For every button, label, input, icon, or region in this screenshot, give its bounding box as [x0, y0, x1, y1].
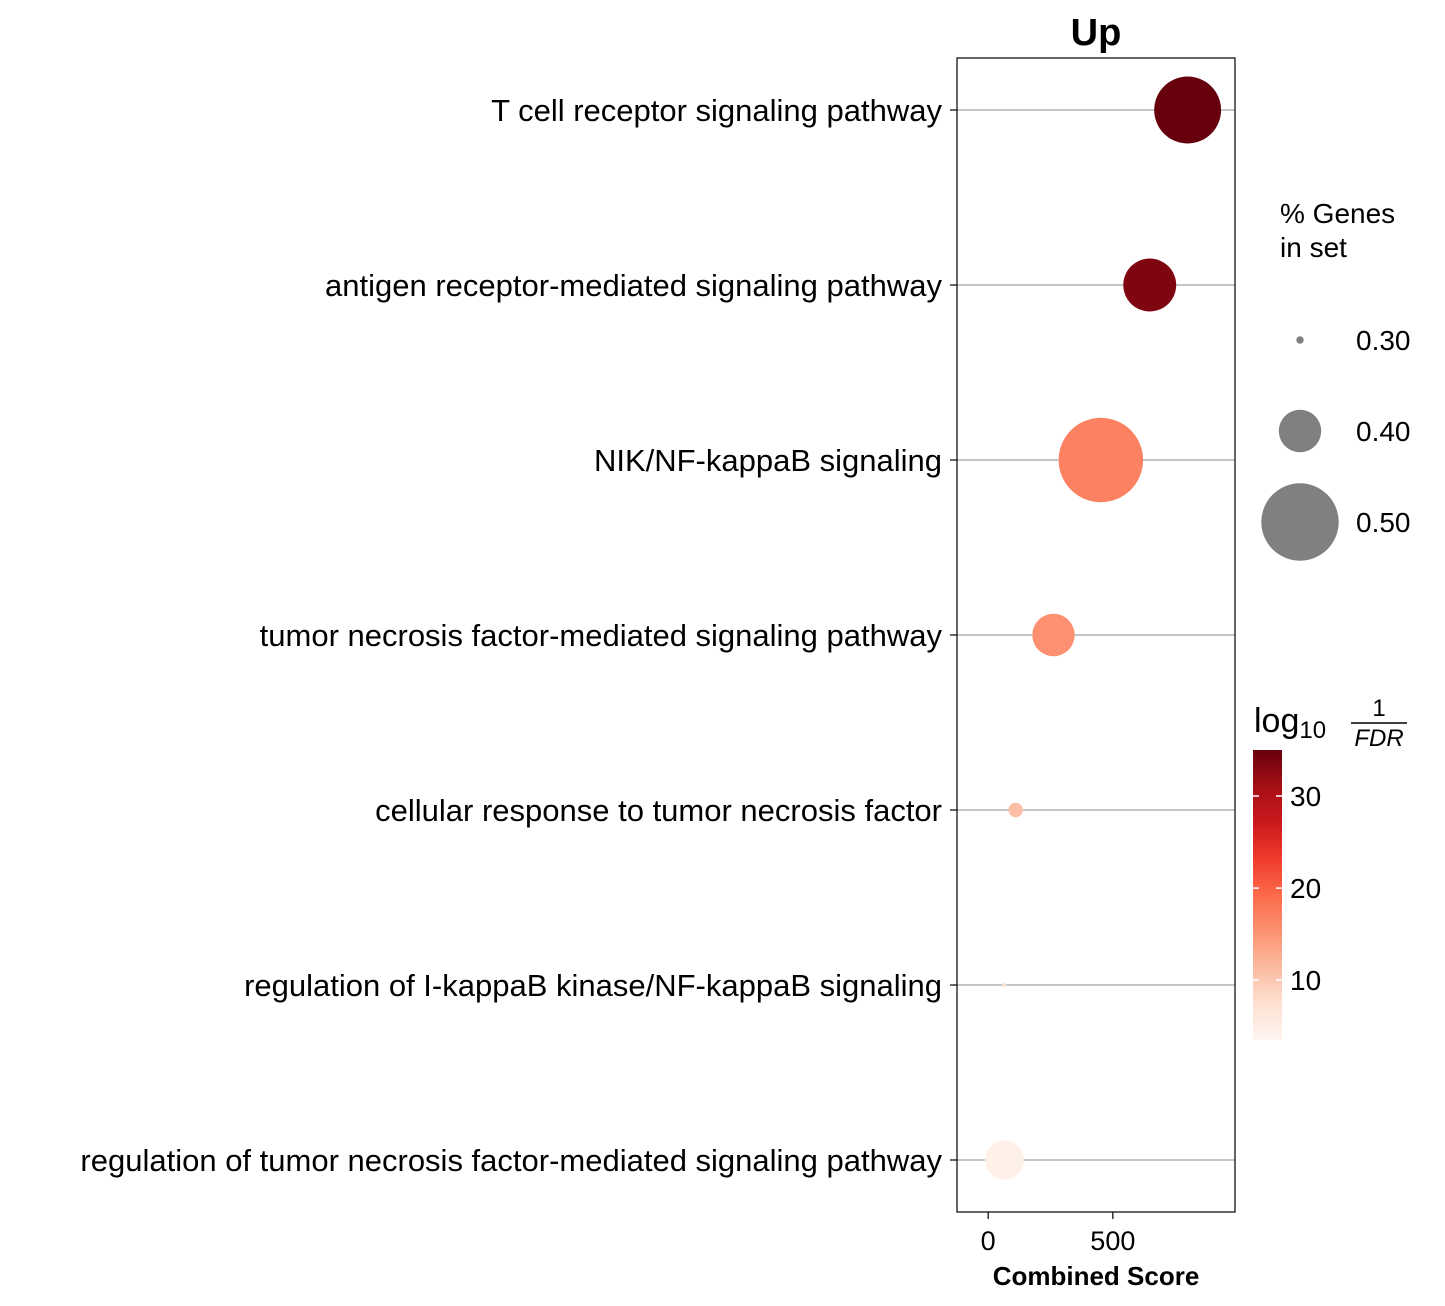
size-legend-circle [1261, 483, 1339, 561]
data-point [1032, 613, 1075, 657]
data-point [984, 1140, 1024, 1180]
size-legend-label: 0.50 [1356, 507, 1411, 538]
color-legend-title-denominator: FDR [1354, 725, 1403, 752]
color-legend-title-numerator: 1 [1372, 695, 1385, 722]
x-tick-label: 0 [981, 1226, 996, 1256]
colorbar-tick-label: 10 [1290, 965, 1321, 996]
colorbar-tick-label: 20 [1290, 873, 1321, 904]
size-legend-circle [1278, 409, 1322, 453]
data-point [1123, 258, 1177, 312]
data-point [1058, 417, 1144, 503]
size-legend-title-line-2: in set [1280, 232, 1347, 263]
y-tick-label: cellular response to tumor necrosis fact… [375, 793, 942, 828]
x-tick-label: 500 [1090, 1226, 1135, 1256]
color-legend-title: log10 [1254, 702, 1326, 744]
size-legend-circle [1296, 336, 1304, 344]
colorbar-ticks: 10 20 30 [1253, 781, 1321, 996]
data-point [1008, 802, 1023, 818]
y-tick-label: T cell receptor signaling pathway [491, 93, 942, 128]
size-legend-title: % Genes in set [1280, 198, 1403, 263]
y-tick-label: NIK/NF-kappaB signaling [594, 443, 942, 478]
y-tick-label: regulation of I-kappaB kinase/NF-kappaB … [244, 968, 942, 1003]
size-legend: % Genes in set 0.30 0.40 0.50 [1261, 198, 1411, 561]
color-legend-title-log: log [1254, 702, 1299, 740]
points-layer [984, 76, 1222, 1180]
grid-layer [957, 109, 1235, 1161]
color-legend-title-sub: 10 [1299, 717, 1326, 744]
data-point [1154, 76, 1222, 144]
colorbar-tick-label: 30 [1290, 781, 1321, 812]
x-axis-label: Combined Score [993, 1261, 1200, 1291]
chart-title: Up [1071, 12, 1122, 54]
size-legend-label: 0.40 [1356, 416, 1411, 447]
size-legend-label: 0.30 [1356, 325, 1411, 356]
y-tick-label: tumor necrosis factor-mediated signaling… [260, 618, 943, 653]
y-axis: T cell receptor signaling pathway antigen… [80, 93, 957, 1178]
size-legend-title-line-1: % Genes [1280, 198, 1395, 229]
colorbar [1253, 750, 1282, 1040]
y-tick-label: regulation of tumor necrosis factor-medi… [80, 1143, 942, 1178]
x-axis: 0 500 [981, 1212, 1135, 1256]
y-tick-label: antigen receptor-mediated signaling path… [325, 268, 942, 303]
data-point [1002, 983, 1007, 987]
